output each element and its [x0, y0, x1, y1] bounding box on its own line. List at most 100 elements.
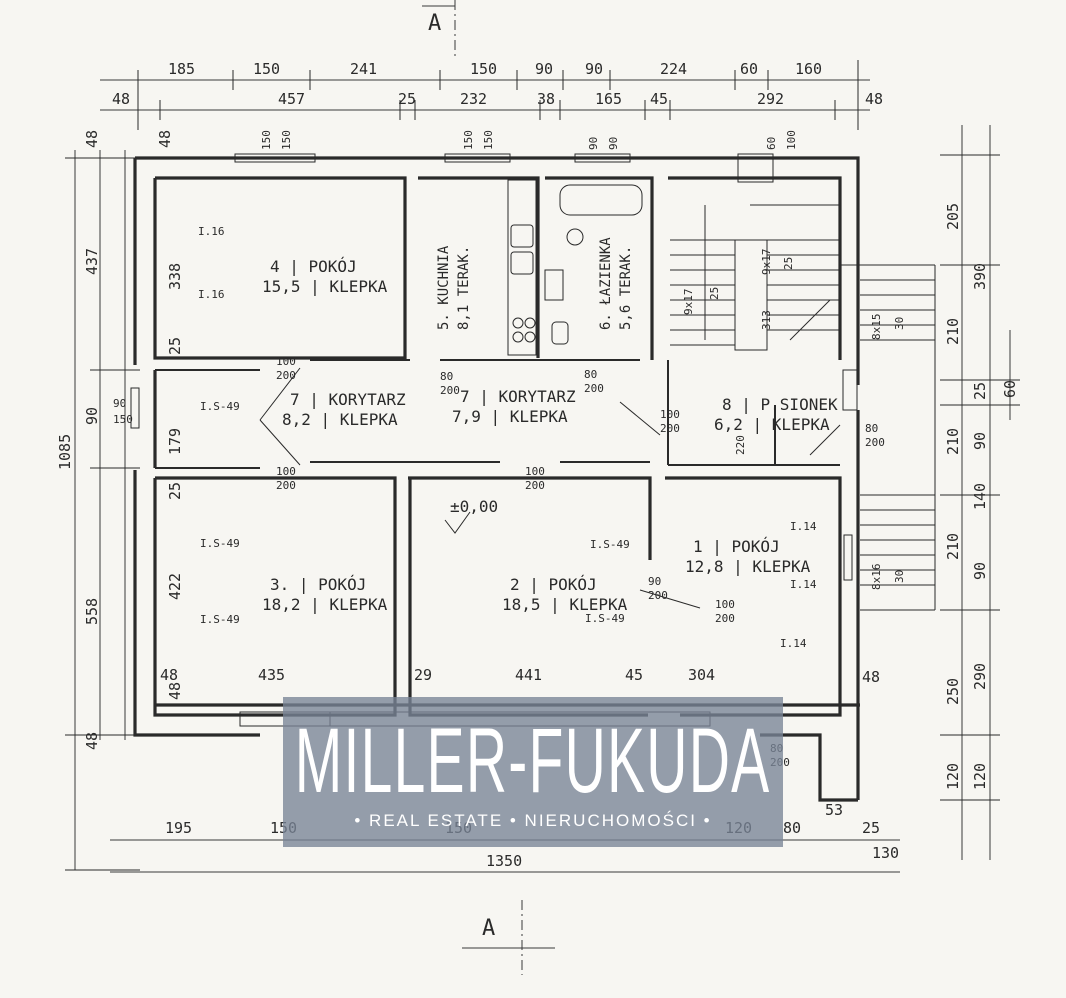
window-dim-label: 100 [785, 130, 798, 150]
radiator-labels: I.16I.16I.S-49I.S-49I.S-49I.S-49I.S-49I.… [198, 225, 817, 650]
door-label: 80 [584, 368, 597, 381]
top-dim-label: 150 [470, 60, 497, 78]
left-dim-label: 1085 [56, 434, 74, 470]
inner-bottom-dim-label: 48 [862, 668, 880, 686]
door-label: 200 [276, 369, 296, 382]
top-dim-label: 38 [537, 90, 555, 108]
room-4-area: 7,9 | KLEPKA [452, 407, 568, 426]
room-6-area: 18,2 | KLEPKA [262, 595, 388, 614]
top-dim-label: 25 [398, 90, 416, 108]
top-dim-label: 457 [278, 90, 305, 108]
left-dim-label: 48 [83, 130, 101, 148]
top-dim-label: 48 [865, 90, 883, 108]
right-dim-label: 140 [971, 483, 989, 510]
watermark-logo: MILLER-FUKUDA • REAL ESTATE • NIERUCHOMO… [283, 697, 783, 847]
stair-label: 30 [893, 570, 906, 583]
top-dim-label: 165 [595, 90, 622, 108]
room-8-name: 1 | POKÓJ [693, 537, 780, 556]
stair-label: 25 [708, 287, 721, 300]
door-labels: 1002001002008020080200100200100200100200… [276, 355, 885, 769]
stair-label: 30 [893, 317, 906, 330]
window-dim-label: 150 [462, 130, 475, 150]
top-dim-label: 185 [168, 60, 195, 78]
room-1-area: 8,1 TERAK. [456, 246, 472, 330]
right-dim-label: 210 [944, 428, 962, 455]
fixtures [507, 179, 643, 356]
room-8-area: 12,8 | KLEPKA [685, 557, 811, 576]
door-label: 200 [440, 384, 460, 397]
bottom-dim-label: 130 [872, 844, 899, 862]
stair-label: 25 [782, 257, 795, 270]
door-label: 100 [276, 465, 296, 478]
window-dim-label: 90 [607, 137, 620, 150]
radiator-label: I.16 [198, 225, 225, 238]
inner-bottom-dim-label: 29 [414, 666, 432, 684]
right-dim-label: 390 [971, 263, 989, 290]
door-label: 200 [525, 479, 545, 492]
inner-left-dim-label: 179 [166, 428, 184, 455]
stair-label: 8x15 [870, 314, 883, 341]
door-label: 100 [715, 598, 735, 611]
right-dim-label: 210 [944, 318, 962, 345]
room-7-name: 2 | POKÓJ [510, 575, 597, 594]
inner-left-dim-label: 25 [166, 482, 184, 500]
door-swings [259, 367, 841, 609]
level-marker: ±0,00 [444, 497, 498, 534]
top-dim-label: 241 [350, 60, 377, 78]
left-window-dim: 150 [113, 413, 133, 426]
inner-bottom-dim-label: 45 [625, 666, 643, 684]
top-dim-label: 60 [740, 60, 758, 78]
room-5-area: 6,2 | KLEPKA [714, 415, 830, 434]
radiator-label: I.14 [790, 520, 817, 533]
radiator-label: I.S-49 [590, 538, 630, 551]
room-5-name: 8 | P.SIONEK [722, 395, 838, 414]
radiator-label: I.S-49 [585, 612, 625, 625]
right-dim-label: 210 [944, 533, 962, 560]
door-label: 200 [276, 479, 296, 492]
door-label: 90 [648, 575, 661, 588]
top-dim-label: 224 [660, 60, 687, 78]
room-2-area: 5,6 TERAK. [618, 246, 634, 330]
top-dim-label: 160 [795, 60, 822, 78]
stair-label: 313 [760, 310, 773, 330]
window-dim-label: 150 [280, 130, 293, 150]
right-dim-label: 120 [944, 763, 962, 790]
room-2-name: 6. ŁAZIENKA [598, 237, 614, 330]
room-3-area: 8,2 | KLEPKA [282, 410, 398, 429]
door-label: 200 [648, 589, 668, 602]
radiator-label: I.S-49 [200, 537, 240, 550]
bottom-dim-label: 25 [862, 819, 880, 837]
window-dim-label: 60 [765, 137, 778, 150]
inner-left-dim-label: 338 [166, 263, 184, 290]
right-dim-label: 60 [1001, 380, 1019, 398]
right-dim-label: 90 [971, 432, 989, 450]
svg-text:±0,00: ±0,00 [450, 497, 498, 516]
door-label: 100 [276, 355, 296, 368]
room-0-area: 15,5 | KLEPKA [262, 277, 388, 296]
bottom-dim-label: 195 [165, 819, 192, 837]
bottom-dim-label: 80 [783, 819, 801, 837]
right-dim-label: 25 [971, 382, 989, 400]
door-label: 200 [584, 382, 604, 395]
inner-left-dim-label: 48 [166, 682, 184, 700]
window-dim-label: 150 [260, 130, 273, 150]
room-3-name: 7 | KORYTARZ [290, 390, 406, 409]
section-marker-bottom: A [482, 916, 495, 941]
top-dim-label: 232 [460, 90, 487, 108]
staircase [670, 204, 936, 611]
radiator-label: I.S-49 [200, 400, 240, 413]
right-dim-label: 90 [971, 562, 989, 580]
bottom-dim-label: 53 [825, 801, 843, 819]
top-dim-label: 292 [757, 90, 784, 108]
right-dim-label: 290 [971, 663, 989, 690]
radiator-label: I.14 [790, 578, 817, 591]
door-label: 200 [865, 436, 885, 449]
right-dim-label: 120 [971, 763, 989, 790]
bottom-dim-total: 1350 [486, 852, 522, 870]
stair-label: 9x17 [682, 289, 695, 316]
